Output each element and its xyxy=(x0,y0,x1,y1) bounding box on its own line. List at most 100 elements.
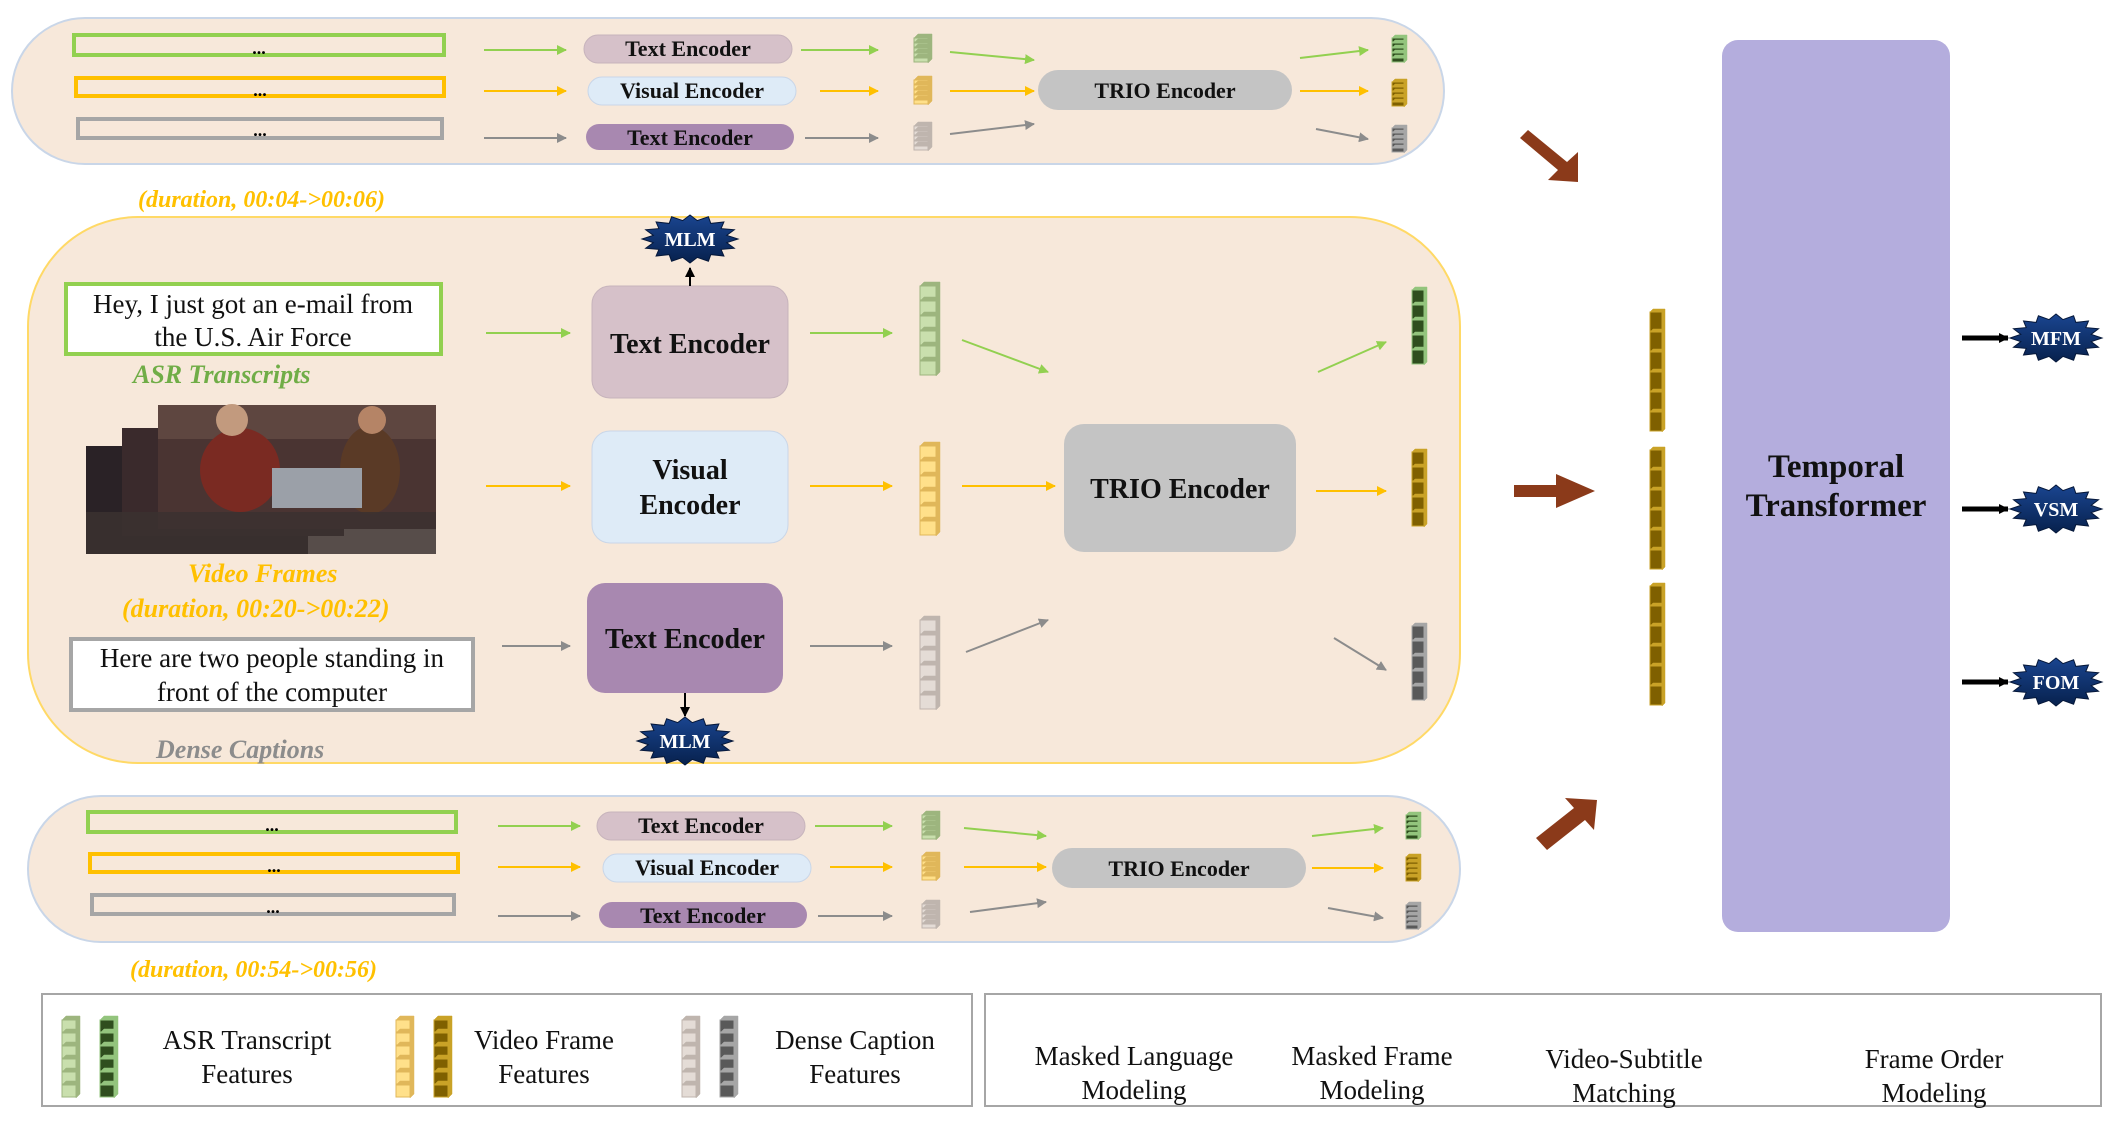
legend-features-box xyxy=(41,993,973,1107)
top-visual-encoder-label: Visual Encoder xyxy=(620,78,764,103)
top-arrow-asr-trio xyxy=(949,51,1035,65)
legend-caption-light xyxy=(681,1015,701,1099)
main-visual-encoder-label-2: Encoder xyxy=(639,490,740,521)
bottom-asr-placeholder: ... xyxy=(265,815,279,835)
asr-transcripts-label: ASR Transcripts xyxy=(131,360,310,389)
top-asr-feature xyxy=(913,33,933,64)
main-caption-out-feature xyxy=(1411,622,1428,702)
bottom-visual-encoder-label: Visual Encoder xyxy=(635,855,779,880)
bottom-visual-encoder xyxy=(602,853,812,883)
objective-badge-mfm-label: MFM xyxy=(2031,328,2081,350)
top-trio-encoder xyxy=(1038,70,1292,110)
person-left xyxy=(200,428,280,512)
legend-asr-line1: ASR Transcript xyxy=(163,1025,332,1055)
brown-arrow-top xyxy=(1516,130,1578,182)
bottom-caption-placeholder: ... xyxy=(266,897,280,917)
legend-vsm-line1: Video-Subtitle xyxy=(1545,1044,1702,1074)
brown-arrow-middle xyxy=(1514,474,1595,508)
top-text-encoder-2-label: Text Encoder xyxy=(627,125,753,150)
main-asr-out-feature xyxy=(1411,286,1428,366)
legend-fom-line1: Frame Order xyxy=(1865,1044,2004,1074)
bottom-duration-label: (duration, 00:54->00:56) xyxy=(130,957,377,983)
objective-badge-vsm: VSM xyxy=(2008,484,2104,534)
top-arrow-asr-out xyxy=(1299,46,1369,59)
legend-asr-dark xyxy=(99,1015,119,1099)
video-frames-label: Video Frames xyxy=(188,559,338,588)
bottom-text-encoder-1-label: Text Encoder xyxy=(638,813,764,838)
main-arrow-caption-out xyxy=(1333,637,1387,671)
main-arrow-caption-trio xyxy=(965,618,1049,653)
main-asr-feature xyxy=(919,281,941,377)
main-visual-encoder xyxy=(591,430,789,544)
dense-caption-box xyxy=(69,637,475,712)
bottom-asr-out-feature xyxy=(1405,811,1422,841)
top-caption-placeholder: ... xyxy=(253,120,267,140)
legend-mlm-line1: Masked Language xyxy=(1035,1041,1234,1071)
top-visual-encoder xyxy=(587,76,797,106)
bottom-text-encoder-2 xyxy=(599,902,807,928)
aggregated-feature-stacks xyxy=(1649,308,1666,707)
top-video-placeholder: ... xyxy=(253,80,267,100)
legend-caption-dark xyxy=(719,1015,739,1099)
agg-feature-1 xyxy=(1649,308,1666,433)
legend-fom-line2: Modeling xyxy=(1882,1078,1987,1108)
main-trio-encoder xyxy=(1064,424,1296,552)
legend-mfm-line2: Modeling xyxy=(1320,1075,1425,1105)
top-video-input xyxy=(74,76,446,98)
main-video-feature xyxy=(919,441,941,537)
aggregation-arrows xyxy=(1514,130,1597,850)
mlm-bottom-badge-label: MLM xyxy=(659,731,710,753)
top-arrow-caption-out xyxy=(1315,128,1369,143)
asr-transcript-box xyxy=(64,282,443,356)
bottom-caption-feature xyxy=(921,899,941,930)
top-text-encoder-2 xyxy=(586,124,794,150)
legend-caption-line2: Features xyxy=(809,1059,900,1089)
legend-caption-line1: Dense Caption xyxy=(775,1025,935,1055)
main-caption-feature xyxy=(919,615,941,711)
bottom-text-encoder-1 xyxy=(596,811,806,841)
bottom-video-placeholder: ... xyxy=(267,856,281,876)
bottom-arrow-asr-trio xyxy=(963,827,1047,841)
legend-feature-stacks xyxy=(61,1015,739,1099)
dense-caption-line2: front of the computer xyxy=(157,677,387,707)
asr-transcript-line1: Hey, I just got an e-mail from xyxy=(93,289,413,319)
bottom-arrow-asr-out xyxy=(1311,824,1384,837)
bottom-trio-encoder-label: TRIO Encoder xyxy=(1108,856,1249,881)
legend-video-light xyxy=(395,1015,415,1099)
bottom-video-feature xyxy=(921,851,941,882)
main-arrow-asr-out xyxy=(1317,341,1387,373)
bottom-arrow-caption-out xyxy=(1327,907,1384,922)
top-trio-encoder-label: TRIO Encoder xyxy=(1094,78,1235,103)
main-text-encoder-2 xyxy=(587,583,783,693)
main-duration-label: (duration, 00:20->00:22) xyxy=(122,594,390,623)
objective-badge-mfm: MFM xyxy=(2008,313,2104,363)
temporal-transformer-line2: Transformer xyxy=(1746,488,1927,524)
objective-badge-fom-label: FOM xyxy=(2033,672,2080,694)
mlm-top-badge: MLM xyxy=(640,214,740,264)
top-caption-feature xyxy=(913,121,933,152)
legend-video-dark xyxy=(433,1015,453,1099)
temporal-transformer xyxy=(1722,40,1950,932)
bottom-trio-encoder xyxy=(1052,848,1306,888)
bottom-caption-out-feature xyxy=(1405,901,1422,931)
bottom-feature-stacks xyxy=(921,810,1422,931)
legend-asr-light xyxy=(61,1015,81,1099)
agg-feature-3 xyxy=(1649,582,1666,707)
asr-transcript-line2: the U.S. Air Force xyxy=(154,322,351,352)
bottom-text-encoder-2-label: Text Encoder xyxy=(640,903,766,928)
top-text-encoder-1-label: Text Encoder xyxy=(625,36,751,61)
legend-vsm-line2: Matching xyxy=(1572,1078,1675,1108)
top-asr-out-feature xyxy=(1391,34,1408,64)
legend-video-line2: Features xyxy=(498,1059,589,1089)
top-feature-stacks xyxy=(913,33,1408,154)
top-caption-out-feature xyxy=(1391,124,1408,154)
video-frames-stack xyxy=(86,404,436,554)
legend-tasks-box xyxy=(984,993,2102,1107)
top-duration-label: (duration, 00:04->00:06) xyxy=(138,187,385,213)
bottom-video-input xyxy=(88,852,460,874)
bottom-caption-input xyxy=(90,893,456,916)
dense-captions-label: Dense Captions xyxy=(155,735,324,764)
top-asr-placeholder: ... xyxy=(252,38,266,58)
mlm-bottom-badge: MLM xyxy=(635,716,735,766)
